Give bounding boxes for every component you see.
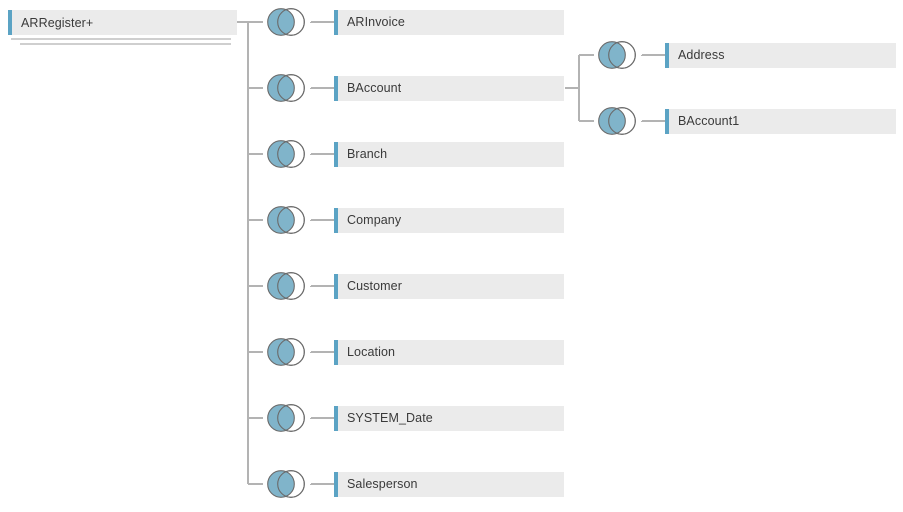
node-accent-bar [334,273,338,299]
node-label: Customer [347,279,402,293]
tree-node-location[interactable]: Location [262,335,564,369]
tree-node-baccount1[interactable]: BAccount1 [593,104,896,138]
tree-node-baccount[interactable]: BAccount [262,71,564,105]
venn-two-circles-icon [598,41,636,69]
node-label: Branch [347,147,388,161]
node-accent-bar [334,9,338,35]
node-bar-address[interactable]: Address [665,42,896,68]
node-bar-arinvoice[interactable]: ARInvoice [334,9,564,35]
tree-node-company[interactable]: Company [262,203,564,237]
node-accent-bar [334,339,338,365]
tree-node-address[interactable]: Address [593,38,896,72]
node-bar-system-date[interactable]: SYSTEM_Date [334,405,564,431]
node-accent-bar [665,42,669,68]
root-node-label: ARRegister+ [21,15,94,30]
node-accent-bar [665,108,669,134]
node-bar-location[interactable]: Location [334,339,564,365]
node-bar-customer[interactable]: Customer [334,273,564,299]
venn-two-circles-icon [267,338,305,366]
node-label: Salesperson [347,477,418,491]
node-bar-baccount[interactable]: BAccount [334,75,564,101]
node-label: Location [347,345,396,359]
node-label: BAccount1 [678,114,740,128]
venn-two-circles-icon [267,8,305,36]
tree-node-arinvoice[interactable]: ARInvoice [262,5,564,39]
node-label: Address [678,48,725,62]
node-accent-bar [334,471,338,497]
venn-two-circles-icon [267,206,305,234]
venn-two-circles-icon [267,470,305,498]
tree-node-salesperson[interactable]: Salesperson [262,467,564,501]
root-node-arregister[interactable]: ARRegister+ [8,10,237,35]
node-bar-baccount1[interactable]: BAccount1 [665,108,896,134]
venn-two-circles-icon [267,74,305,102]
node-accent-bar [334,405,338,431]
root-stack-line-1 [11,38,231,40]
node-label: SYSTEM_Date [347,411,433,425]
venn-two-circles-icon [267,404,305,432]
root-stack-line-2 [20,43,231,45]
node-accent-bar [334,141,338,167]
node-bar-salesperson[interactable]: Salesperson [334,471,564,497]
tree-node-system-date[interactable]: SYSTEM_Date [262,401,564,435]
node-label: BAccount [347,81,402,95]
venn-two-circles-icon [598,107,636,135]
tree-node-customer[interactable]: Customer [262,269,564,303]
node-accent-bar [334,207,338,233]
tree-node-branch[interactable]: Branch [262,137,564,171]
root-accent-bar [8,10,12,35]
node-accent-bar [334,75,338,101]
node-label: ARInvoice [347,15,405,29]
node-bar-branch[interactable]: Branch [334,141,564,167]
node-bar-company[interactable]: Company [334,207,564,233]
node-label: Company [347,213,402,227]
venn-two-circles-icon [267,140,305,168]
venn-two-circles-icon [267,272,305,300]
